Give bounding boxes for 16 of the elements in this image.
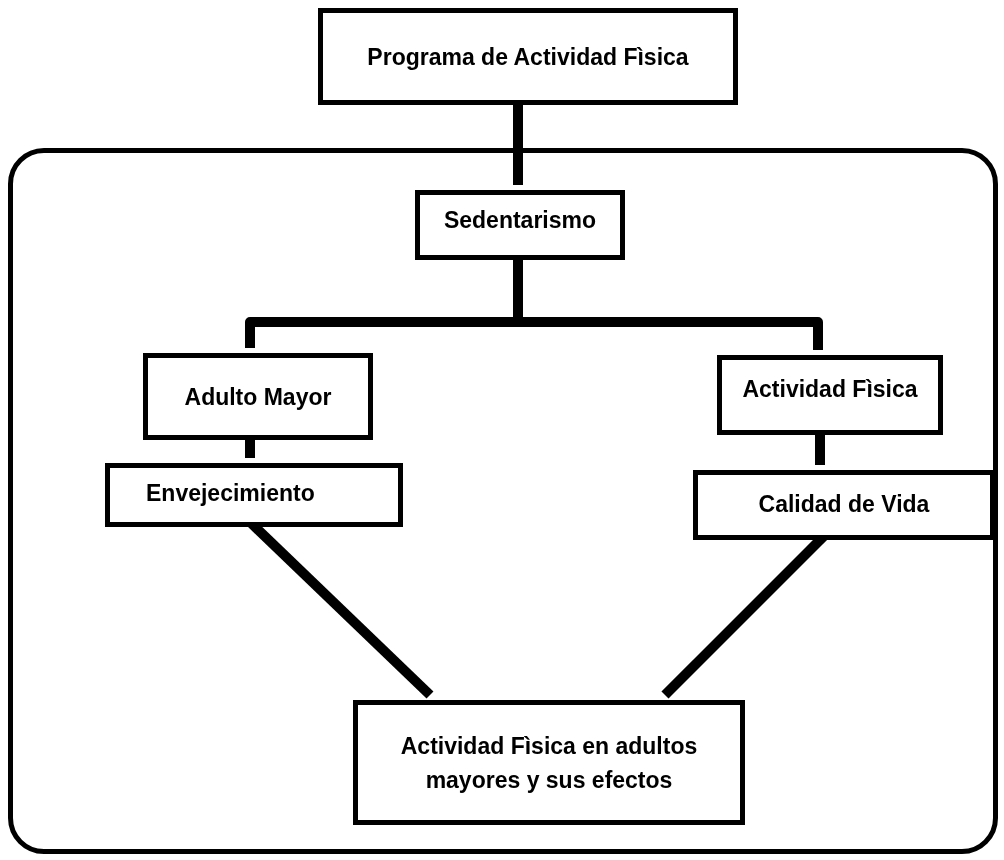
process-box — [415, 190, 625, 260]
group-frame — [8, 148, 998, 854]
box-label: Actividad Fìsica en adultos mayores y sus efectos — [399, 731, 699, 795]
process-box — [353, 700, 745, 825]
box-label: Sedentarismo — [442, 206, 598, 235]
process-box — [318, 8, 738, 105]
box-label: Envejecimiento — [145, 479, 316, 508]
box-label: Programa de Actividad Fìsica — [366, 42, 690, 72]
box-label: Calidad de Vida — [757, 490, 931, 519]
process-box — [693, 470, 995, 540]
box-label: Adulto Mayor — [183, 382, 333, 412]
box-label: Actividad Fìsica — [741, 375, 919, 404]
process-box — [143, 353, 373, 440]
connector-line — [513, 105, 523, 185]
process-box — [105, 463, 403, 527]
process-box — [717, 355, 943, 435]
